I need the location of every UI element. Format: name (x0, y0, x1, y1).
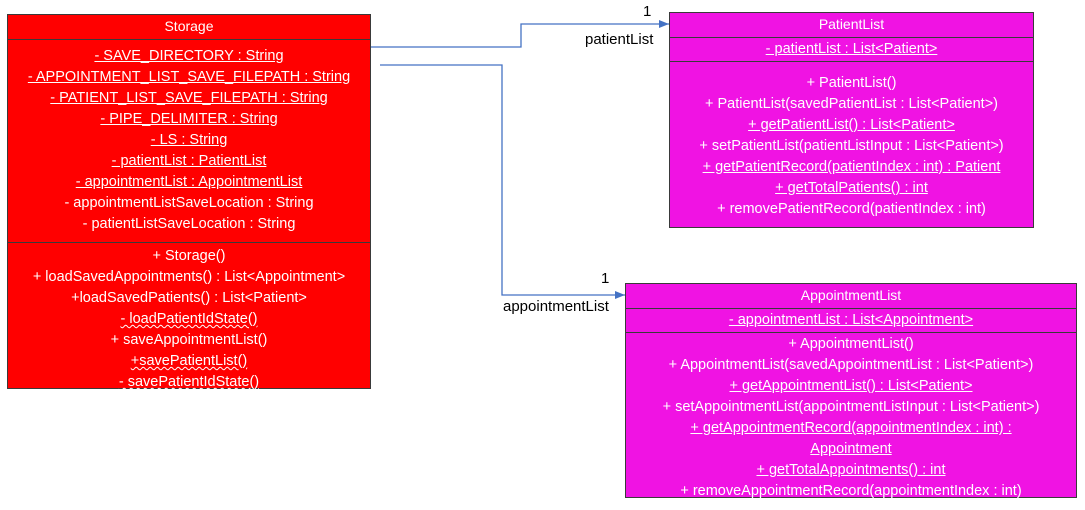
operation: + removePatientRecord(patientIndex : int… (717, 201, 986, 217)
attributes-section: - patientList : List<Patient> (670, 38, 1033, 62)
operation: +loadSavedPatients() : List<Patient> (71, 290, 307, 306)
operation: - loadPatientIdState() (120, 311, 258, 327)
operation: + saveAppointmentList() (110, 332, 268, 348)
operations-section: + PatientList() + PatientList(savedPatie… (670, 62, 1033, 220)
appointmentlist-role-label: appointmentList (503, 298, 609, 315)
appointmentlist-multiplicity: 1 (601, 270, 610, 287)
operation: + AppointmentList(savedAppointmentList :… (668, 357, 1034, 373)
operation: + PatientList() (806, 75, 897, 91)
attribute: - SAVE_DIRECTORY : String (94, 48, 284, 64)
storage-class-box: Storage - SAVE_DIRECTORY : String - APPO… (7, 14, 371, 390)
attribute: - PIPE_DELIMITER : String (100, 111, 278, 127)
patientlist-role-label: patientList (585, 31, 654, 48)
operation: + setAppointmentList(appointmentListInpu… (662, 399, 1040, 415)
operation: + getAppointmentList() : List<Patient> (729, 378, 973, 394)
operation: + getTotalAppointments() : int (756, 462, 946, 478)
class-name: AppointmentList (626, 284, 1076, 309)
operation: + setPatientList(patientListInput : List… (699, 138, 1004, 154)
operations-section: + Storage() + loadSavedAppointments() : … (8, 243, 370, 393)
operation: + Storage() (152, 248, 226, 264)
appointmentlist-association-line (380, 64, 625, 296)
attribute: - PATIENT_LIST_SAVE_FILEPATH : String (50, 90, 328, 106)
operation: + PatientList(savedPatientList : List<Pa… (705, 96, 998, 112)
patientlist-association-line (371, 23, 669, 48)
attribute: - LS : String (150, 132, 228, 148)
attributes-section: - SAVE_DIRECTORY : String - APPOINTMENT_… (8, 40, 370, 243)
appointmentlist-class-box: AppointmentList - appointmentList : List… (625, 283, 1077, 499)
operation: + getPatientList() : List<Patient> (748, 117, 955, 133)
operation: - savePatientIdState() (118, 374, 260, 390)
attribute: - patientListSaveLocation : String (82, 216, 296, 232)
patientlist-arrowhead (659, 20, 669, 28)
attribute: - patientList : PatientList (111, 153, 267, 169)
operation: +savePatientList() (130, 353, 248, 369)
attribute: - appointmentList : AppointmentList (75, 174, 303, 190)
operation: Appointment (810, 441, 892, 457)
operation: + getAppointmentRecord(appointmentIndex … (690, 420, 1012, 436)
class-name: PatientList (670, 13, 1033, 38)
operation: + removeAppointmentRecord(appointmentInd… (680, 483, 1022, 499)
operation: + loadSavedAppointments() : List<Appoint… (32, 269, 346, 285)
attribute: - patientList : List<Patient> (765, 41, 938, 57)
attribute: - appointmentListSaveLocation : String (64, 195, 314, 211)
attribute: - appointmentList : List<Appointment> (728, 312, 974, 328)
operation: + AppointmentList() (788, 336, 914, 352)
attribute: - APPOINTMENT_LIST_SAVE_FILEPATH : Strin… (27, 69, 351, 85)
patientlist-multiplicity: 1 (643, 3, 652, 20)
patientlist-class-box: PatientList - patientList : List<Patient… (669, 12, 1034, 228)
operation: + getPatientRecord(patientIndex : int) :… (702, 159, 1001, 175)
attributes-section: - appointmentList : List<Appointment> (626, 309, 1076, 333)
class-name: Storage (8, 15, 370, 40)
appointmentlist-arrowhead (615, 291, 625, 299)
operation: + getTotalPatients() : int (775, 180, 928, 196)
operations-section: + AppointmentList() + AppointmentList(sa… (626, 333, 1076, 502)
